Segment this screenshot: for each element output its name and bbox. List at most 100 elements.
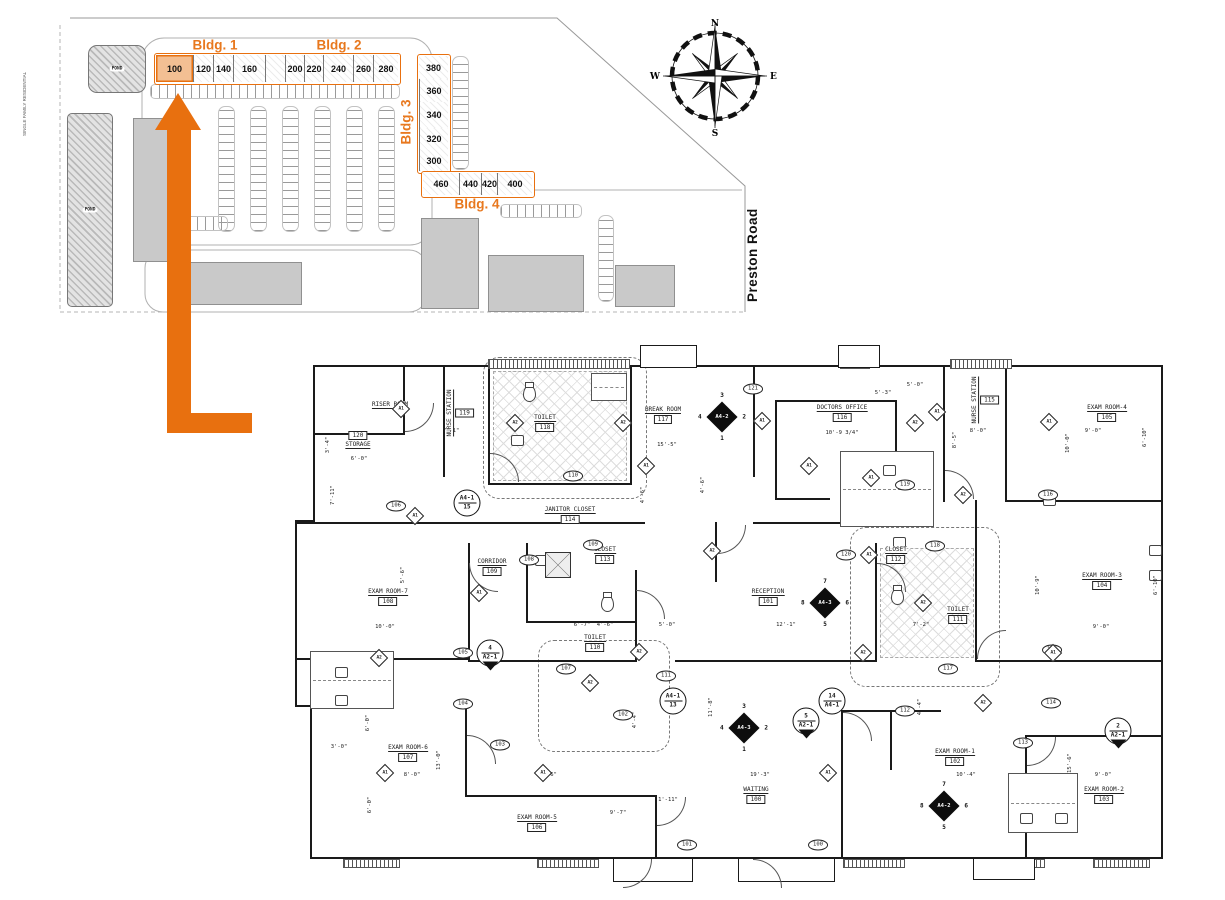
win: [1093, 859, 1150, 868]
wall: [841, 710, 941, 712]
case: [840, 451, 934, 527]
fix: [1020, 813, 1033, 824]
dline: [538, 640, 670, 752]
wall: [655, 795, 657, 859]
wall: [468, 543, 470, 660]
oval-117: 117: [938, 663, 958, 675]
wall: [403, 365, 405, 435]
door: [843, 712, 872, 741]
dim-8-5-: 8'-5": [952, 431, 958, 449]
oval-106: 106: [386, 500, 406, 512]
dim-4-6-: 4'-6": [700, 476, 706, 494]
wall: [313, 365, 315, 522]
arrow-foot: [191, 413, 252, 433]
windows-layer: [283, 345, 1192, 888]
dim-6-10-: 6'-10": [1153, 575, 1159, 595]
arrow-head: [155, 93, 201, 130]
dtag-a1: A1: [375, 763, 395, 783]
fix: [1043, 495, 1056, 506]
win: [537, 859, 599, 868]
wall: [1005, 500, 1163, 502]
suite-220: 220: [304, 55, 323, 82]
door: [753, 859, 782, 888]
door: [717, 525, 746, 554]
fix: [1149, 545, 1162, 556]
pond-large-label: POND: [82, 207, 98, 213]
oval-105: 105: [453, 647, 473, 659]
dim-3-0-: 3'-0": [330, 744, 348, 750]
wall: [1161, 365, 1163, 859]
wall: [526, 543, 528, 623]
doors-layer: [283, 345, 1192, 888]
door: [623, 859, 652, 888]
suite-120: 120: [193, 55, 213, 82]
room-riser: RISER ROOM: [371, 401, 409, 409]
wall: [675, 660, 875, 662]
dtag-a2: A2: [580, 673, 600, 693]
dim-9-7-: 9'-7": [609, 810, 627, 816]
oval-121: 121: [743, 383, 763, 395]
wall: [975, 500, 977, 662]
case: [310, 651, 394, 709]
dtag-a1: A1: [533, 763, 553, 783]
fix: [893, 537, 906, 548]
dim-8-0-: 8'-0": [403, 772, 421, 778]
wall: [310, 705, 312, 859]
dim-15-5-: 15'-5": [657, 442, 677, 448]
dim-3-4-: 3'-4": [325, 436, 331, 454]
fix: [1149, 570, 1162, 581]
suite-380: 380: [419, 56, 448, 79]
suite-160: 160: [233, 55, 265, 82]
dim-9-0-: 9'-0": [1084, 428, 1102, 434]
dim-11-6-: 11'-6": [537, 772, 557, 778]
pond-small-label: POND: [109, 66, 125, 72]
arrow-shaft: [167, 128, 191, 433]
dimensions-layer: 7'-1"6'-0"3'-4"7'-11"15'-5"4'-6"5'-3"10'…: [283, 345, 1192, 888]
dim-10-4-: 10'-4": [956, 772, 976, 778]
floor-plan: 7'-1"6'-0"3'-4"7'-11"15'-5"4'-6"5'-3"10'…: [283, 345, 1192, 888]
suite-360: 360: [419, 79, 448, 102]
vestibule-layer: [283, 345, 1192, 888]
oval-112: 112: [895, 705, 915, 717]
wall: [630, 367, 632, 485]
oval-108: 108: [519, 554, 539, 566]
dtag-a1: A1: [861, 468, 881, 488]
wall: [526, 621, 636, 623]
oval-111: 111: [656, 670, 676, 682]
compass-e: E: [770, 72, 777, 82]
wall: [875, 543, 877, 662]
wall: [943, 365, 945, 502]
dtag-a2: A2: [702, 541, 722, 561]
dtag-a1: A1: [818, 763, 838, 783]
win: [840, 359, 870, 369]
dim-4-6-: 4'-6": [596, 622, 614, 628]
suite-460: 460: [423, 173, 459, 195]
suite-300: 300: [419, 150, 448, 171]
door: [977, 630, 1006, 659]
wall: [715, 522, 717, 582]
wall: [313, 433, 405, 435]
dim-4-6-: 4'-6": [640, 486, 646, 504]
win: [983, 859, 1045, 868]
casework-layer: [283, 345, 1192, 888]
oval-102: 102: [613, 709, 633, 721]
dim-10-9-: 10'-9": [1035, 575, 1041, 595]
wall: [975, 660, 1163, 662]
suite-420: 420: [481, 173, 497, 195]
